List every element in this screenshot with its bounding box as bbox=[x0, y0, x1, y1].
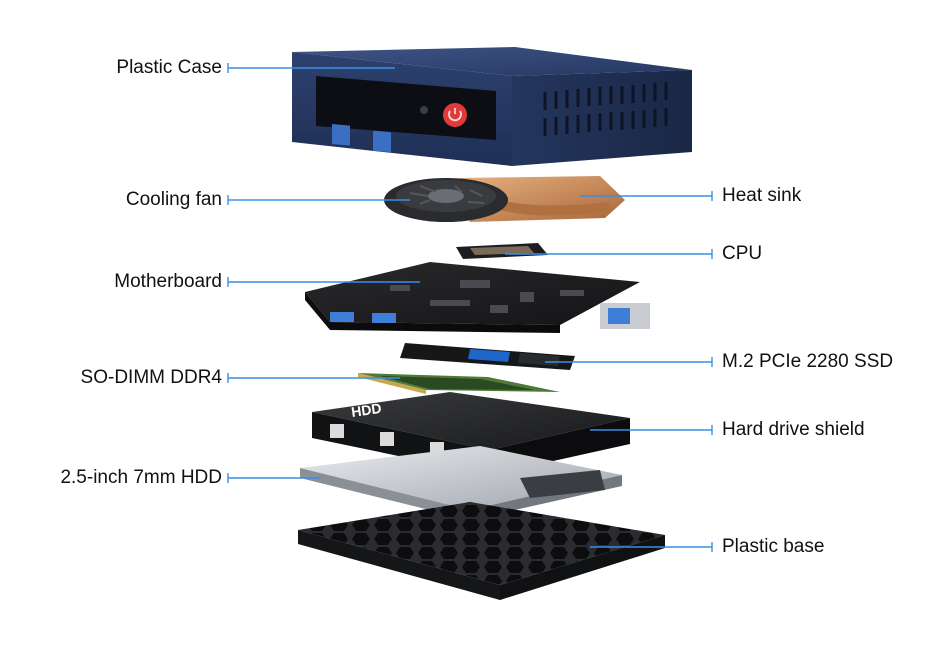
usb-port bbox=[373, 130, 391, 153]
plastic-base bbox=[298, 502, 665, 600]
usb-port bbox=[332, 124, 350, 146]
label-plastic-case: Plastic Case bbox=[116, 57, 222, 78]
label-hdd: 2.5-inch 7mm HDD bbox=[60, 467, 222, 488]
audio-jack bbox=[420, 106, 428, 114]
label-cpu: CPU bbox=[722, 243, 763, 264]
label-cooling-fan: Cooling fan bbox=[125, 189, 222, 210]
label-hard-drive-shield: Hard drive shield bbox=[722, 419, 865, 440]
usb-port bbox=[330, 312, 354, 322]
cpu-chip bbox=[456, 243, 548, 259]
motherboard bbox=[305, 262, 650, 333]
m2-ssd bbox=[400, 343, 575, 370]
label-plastic-base: Plastic base bbox=[722, 536, 825, 557]
label-heat-sink: Heat sink bbox=[722, 185, 802, 206]
sodimm-ram bbox=[358, 373, 560, 394]
label-motherboard: Motherboard bbox=[114, 271, 222, 292]
case-vents bbox=[543, 82, 668, 136]
label-sodimm: SO-DIMM DDR4 bbox=[80, 367, 222, 388]
power-button bbox=[443, 103, 467, 127]
shield-hdd-mark: HDD bbox=[350, 400, 382, 420]
leader-lines bbox=[227, 63, 713, 552]
label-ssd: M.2 PCIe 2280 SSD bbox=[722, 351, 894, 372]
cooling-assembly bbox=[384, 176, 625, 222]
plastic-case bbox=[292, 47, 692, 166]
usb-port bbox=[372, 313, 396, 323]
